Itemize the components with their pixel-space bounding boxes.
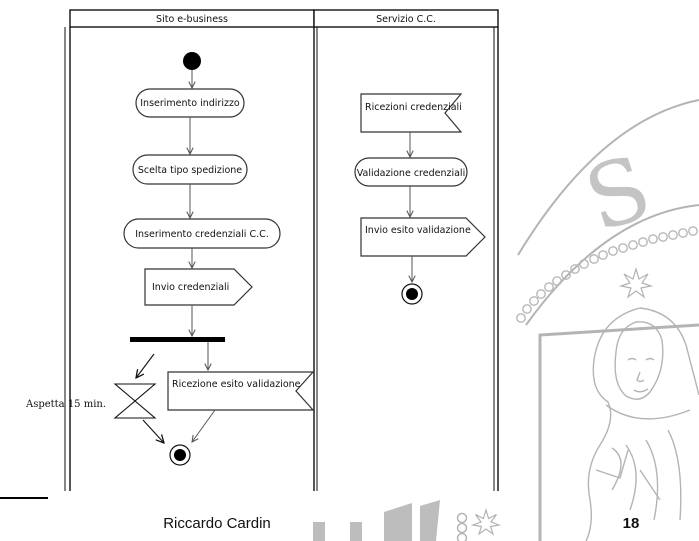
edge-to-timer — [136, 353, 155, 378]
svg-text:Ricezioni credenziali: Ricezioni credenziali — [365, 102, 462, 113]
initial-node — [183, 52, 201, 70]
timer-annotation: Aspetta 15 min. — [25, 399, 106, 410]
seal-star-icon — [618, 266, 654, 299]
final-node — [169, 444, 191, 466]
edge — [192, 409, 216, 442]
lane-header — [313, 9, 499, 28]
lane-title: Servizio C.C. — [376, 14, 436, 25]
footer-author: Riccardo Cardin — [163, 515, 271, 532]
lane-title: Sito e-business — [156, 14, 228, 25]
seal-bead-ring — [516, 226, 698, 323]
svg-text:Invio esito validazione: Invio esito validazione — [365, 225, 471, 236]
seal-bottom-fragments — [313, 500, 440, 541]
final-node — [401, 283, 423, 305]
send-signal-invio-credenziali: Invio credenziali — [144, 268, 253, 306]
edge-from-timer — [142, 419, 164, 443]
svg-text:Inserimento credenziali C.C.: Inserimento credenziali C.C. — [135, 229, 269, 240]
svg-text:Ricezione esito validazione: Ricezione esito validazione — [172, 379, 301, 390]
seal-knot-icon — [456, 512, 468, 541]
svg-text:Inserimento indirizzo: Inserimento indirizzo — [140, 98, 240, 109]
hourglass-icon — [113, 383, 157, 419]
svg-text:Invio credenziali: Invio credenziali — [152, 282, 229, 293]
page-number: 18 — [623, 515, 640, 532]
swimlane-sito-e-business: Sito e-business — [64, 9, 315, 491]
action-inserimento-indirizzo: Inserimento indirizzo — [135, 88, 245, 118]
fork-bar — [130, 337, 225, 342]
accept-signal-ricezione-esito: Ricezione esito validazione — [167, 371, 315, 411]
accept-signal-ricezioni-credenziali: Ricezioni credenziali — [360, 93, 463, 133]
action-inserimento-credenziali: Inserimento credenziali C.C. — [123, 218, 281, 249]
svg-text:Validazione credenziali: Validazione credenziali — [357, 168, 465, 179]
seal-madonna-figure — [585, 307, 699, 541]
seal-letter-s: S — [573, 135, 662, 252]
swimlane-servizio-cc: Servizio C.C. — [313, 9, 499, 491]
action-validazione-credenziali: Validazione credenziali — [354, 157, 468, 187]
send-signal-invio-esito: Invio esito validazione — [360, 217, 486, 257]
action-scelta-tipo-spedizione: Scelta tipo spedizione — [132, 154, 248, 185]
seal-star-icon — [470, 507, 502, 536]
svg-text:Scelta tipo spedizione: Scelta tipo spedizione — [138, 165, 242, 176]
